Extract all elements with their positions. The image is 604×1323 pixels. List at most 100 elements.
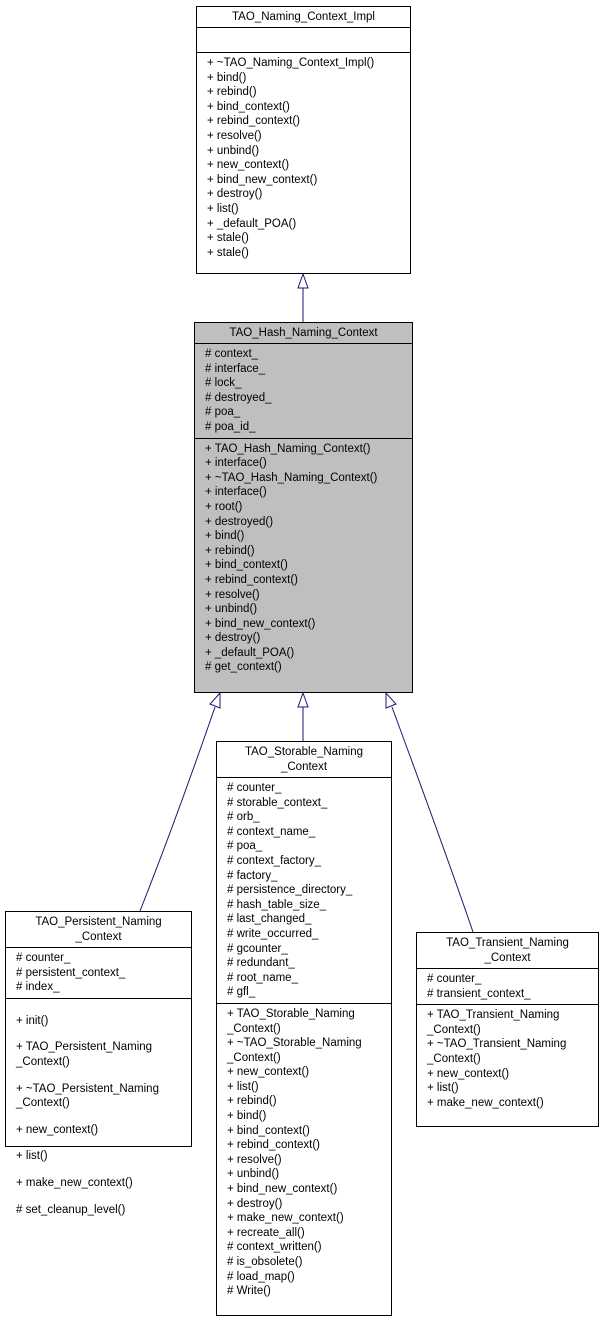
operation: + rebind_context() <box>227 1139 321 1152</box>
operation: + list() <box>227 1080 259 1093</box>
operation: + bind() <box>227 1110 267 1123</box>
operation: + rebind_context() <box>207 115 301 128</box>
attribute: # root_name_ <box>227 971 298 984</box>
operation: + destroyed() <box>205 515 274 528</box>
class-name: TAO_Hash_Naming_Context <box>229 327 378 339</box>
attribute: # write_occurred_ <box>227 927 319 940</box>
class-name: TAO_Naming_Context_Impl <box>232 11 375 23</box>
attribute: # redundant_ <box>227 957 295 970</box>
edge-persistent-to-hash <box>139 706 216 912</box>
operation: + unbind() <box>227 1168 280 1181</box>
class-name: TAO_Storable_Naming _Context <box>244 746 364 773</box>
class-storable-naming-context[interactable]: TAO_Storable_Naming _Context # counter_ … <box>216 741 392 1316</box>
attribute: # persistent_context_ <box>16 966 126 979</box>
attribute: # index_ <box>16 981 60 994</box>
operation: + bind_context() <box>205 559 288 572</box>
attribute: # context_factory_ <box>227 854 321 867</box>
attribute: # counter_ <box>227 782 282 794</box>
attribute: # poa_ <box>205 406 241 419</box>
operation: # load_map() <box>227 1270 295 1283</box>
operations-section: + TAO_Transient_Naming _Context() + ~TAO… <box>417 1004 598 1113</box>
operation: + unbind() <box>207 144 260 157</box>
attribute: # storable_context_ <box>227 796 328 809</box>
operation: + make_new_context() <box>427 1096 544 1109</box>
attributes-section: # context_ # interface_ # lock_ # destro… <box>195 343 412 438</box>
operation: + TAO_Storable_Naming _Context() <box>227 1007 355 1035</box>
operation: + make_new_context() <box>16 1176 133 1189</box>
attributes-section <box>197 27 410 52</box>
operation: + resolve() <box>227 1153 282 1166</box>
class-name: TAO_Persistent_Naming _Context <box>35 916 162 943</box>
operation: + rebind() <box>207 86 257 99</box>
operation: + stale() <box>207 246 249 259</box>
operation: + resolve() <box>205 588 260 601</box>
operation: + bind_context() <box>207 100 290 113</box>
attribute: # persistence_directory_ <box>227 884 353 897</box>
operations-section: + ~TAO_Naming_Context_Impl() + bind() + … <box>197 52 410 263</box>
attribute: # counter_ <box>427 973 482 985</box>
operation: + ~TAO_Naming_Context_Impl() <box>207 57 375 69</box>
attribute: # gcounter_ <box>227 942 288 955</box>
operation: + bind_new_context() <box>205 617 316 630</box>
edge-transient-to-hash <box>391 706 474 933</box>
attributes-section: # counter_ # storable_context_ # orb_ # … <box>217 777 391 1003</box>
operation: + interface() <box>205 457 267 470</box>
operation: + bind_new_context() <box>227 1183 338 1196</box>
class-naming-context-impl[interactable]: TAO_Naming_Context_Impl + ~TAO_Naming_Co… <box>196 6 411 274</box>
operation: # set_cleanup_level() <box>16 1203 126 1216</box>
attribute: # context_ <box>205 348 259 360</box>
attributes-section: # counter_ # transient_context_ <box>417 968 598 1004</box>
operation: + _default_POA() <box>207 217 297 230</box>
operation: + new_context() <box>427 1067 510 1080</box>
operation: + ~TAO_Storable_Naming _Context() <box>227 1037 362 1064</box>
attribute: # interface_ <box>205 362 266 375</box>
arrowhead-hash-mid <box>297 691 309 708</box>
operation: + interface() <box>205 486 267 499</box>
operation: + bind_context() <box>227 1124 310 1137</box>
operation: + destroy() <box>207 188 263 201</box>
operation: # get_context() <box>205 661 282 674</box>
class-hash-naming-context[interactable]: TAO_Hash_Naming_Context # context_ # int… <box>194 322 413 693</box>
operation: + new_context() <box>227 1066 310 1079</box>
operations-section: + init() + TAO_Persistent_Naming _Contex… <box>6 997 191 1232</box>
operation: + destroy() <box>227 1197 283 1210</box>
operation: + stale() <box>207 232 249 245</box>
operation: # context_written() <box>227 1241 322 1254</box>
operation: + list() <box>16 1150 48 1163</box>
class-persistent-naming-context[interactable]: TAO_Persistent_Naming _Context # counter… <box>5 911 192 1216</box>
attributes-section: # counter_ # persistent_context_ # index… <box>6 947 191 998</box>
attribute: # poa_id_ <box>205 420 256 433</box>
operation: + new_context() <box>16 1123 99 1136</box>
attribute: # counter_ <box>16 952 71 964</box>
operations-section: + TAO_Storable_Naming _Context() + ~TAO_… <box>217 1002 391 1302</box>
operation: + rebind() <box>205 544 255 557</box>
operation: + new_context() <box>207 159 290 172</box>
attribute: # factory_ <box>227 869 278 882</box>
attribute: # lock_ <box>205 377 242 390</box>
operation: + TAO_Hash_Naming_Context() <box>205 442 371 455</box>
operation: + ~TAO_Transient_Naming _Context() <box>427 1038 567 1065</box>
operation: + rebind() <box>227 1095 277 1108</box>
operation: + destroy() <box>205 632 261 645</box>
operation: + rebind_context() <box>205 573 299 586</box>
class-transient-naming-context[interactable]: TAO_Transient_Naming _Context # counter_… <box>416 932 599 1127</box>
operation: + bind() <box>207 71 247 84</box>
operation: + resolve() <box>207 129 262 142</box>
arrowhead-impl <box>297 272 309 289</box>
operations-section: + TAO_Hash_Naming_Context() + interface(… <box>195 437 412 679</box>
operation: + init() <box>16 1014 49 1027</box>
operation: + TAO_Persistent_Naming _Context() <box>16 1041 153 1068</box>
attribute: # orb_ <box>227 811 260 824</box>
operation: + make_new_context() <box>227 1212 344 1225</box>
operation: # is_obsolete() <box>227 1256 303 1268</box>
operation: + root() <box>205 500 243 513</box>
attribute: # transient_context_ <box>427 987 531 1000</box>
arrowhead-hash-right <box>385 691 397 709</box>
attribute: # destroyed_ <box>205 391 272 404</box>
operation: + ~TAO_Hash_Naming_Context() <box>205 471 378 484</box>
operation: + ~TAO_Persistent_Naming _Context() <box>16 1082 159 1110</box>
attribute: # context_name_ <box>227 825 316 838</box>
arrowhead-hash-left <box>209 691 221 709</box>
operation: + recreate_all() <box>227 1226 305 1239</box>
